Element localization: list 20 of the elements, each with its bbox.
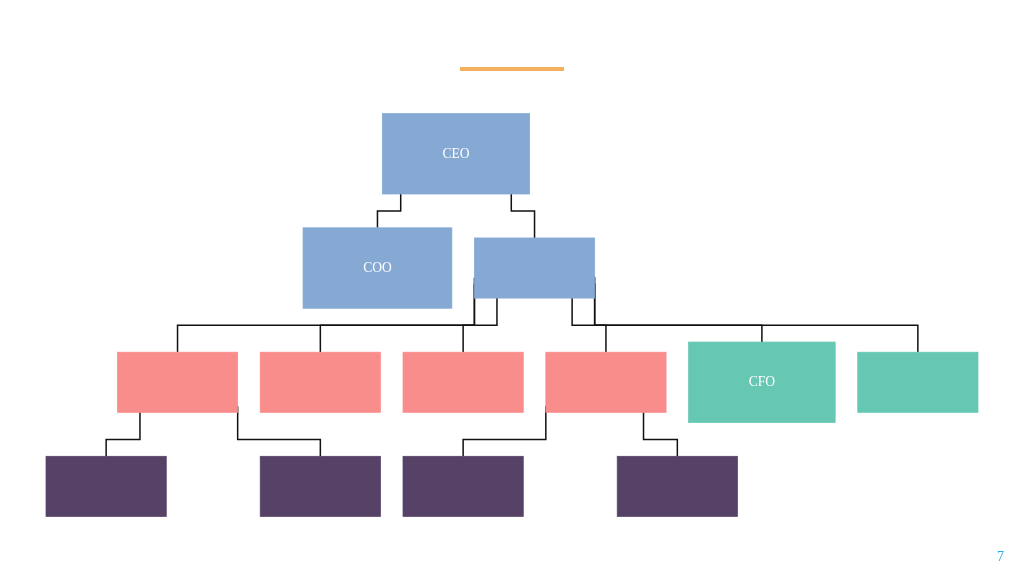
node-box: COO (302, 227, 453, 309)
node-box (857, 351, 979, 413)
node-box (402, 351, 524, 413)
connector (105, 411, 141, 458)
connector (510, 193, 536, 239)
node-box: CFO (688, 341, 836, 423)
connector (376, 193, 402, 229)
node-box (545, 351, 667, 413)
node-box (117, 351, 239, 413)
node-box (259, 351, 381, 413)
node-box: CEO (381, 113, 531, 195)
node-box (45, 455, 167, 517)
page-number: 7 (997, 549, 1004, 564)
connector (642, 411, 679, 458)
connector (462, 297, 498, 353)
node-box (259, 455, 381, 517)
connector (571, 297, 607, 353)
node-box (616, 455, 738, 517)
node-box (402, 455, 524, 517)
node-box (474, 237, 596, 299)
